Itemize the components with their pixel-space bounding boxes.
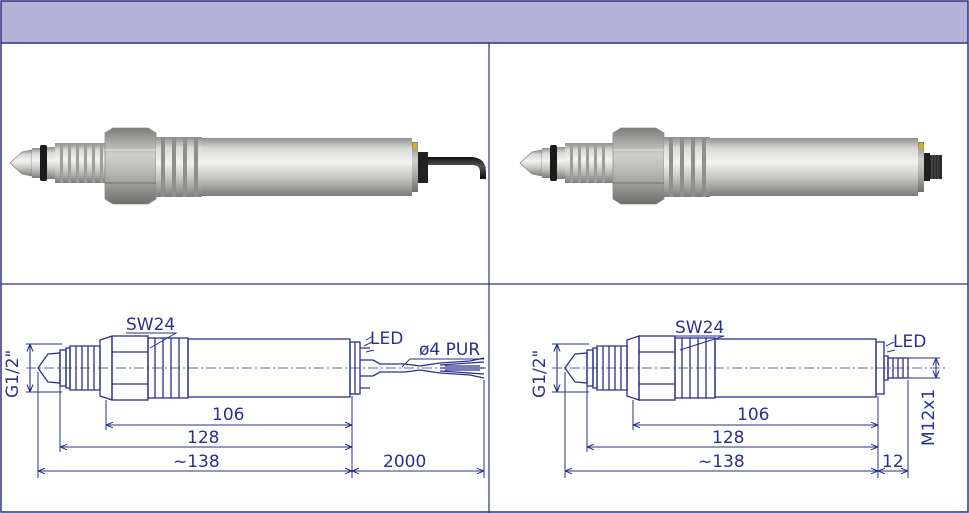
left-dim-128: 128 bbox=[187, 428, 219, 448]
right-dim-106: 106 bbox=[737, 405, 769, 425]
right-dim-128: 128 bbox=[712, 428, 744, 448]
sensor-cable-photo bbox=[9, 127, 486, 205]
left-sw24-label: SW24 bbox=[126, 315, 175, 335]
header-band bbox=[1, 1, 968, 43]
right-thread-label: G1/2" bbox=[530, 350, 550, 398]
right-sw24-label: SW24 bbox=[675, 318, 724, 338]
left-dim-106: 106 bbox=[212, 405, 244, 425]
left-dimension-lines bbox=[37, 372, 485, 478]
left-cable-label: ø4 PUR bbox=[419, 340, 480, 360]
left-dim-138: ~138 bbox=[173, 452, 220, 472]
drawing-right bbox=[552, 335, 948, 401]
right-dim-12: 12 bbox=[882, 452, 904, 472]
right-led-label: LED bbox=[893, 332, 926, 352]
left-led-label: LED bbox=[370, 329, 403, 349]
drawing-left bbox=[26, 335, 486, 401]
right-dimension-lines bbox=[564, 372, 909, 478]
left-thread-label: G1/2" bbox=[3, 350, 23, 398]
sensor-connector-photo bbox=[519, 127, 942, 205]
right-connector-label: M12x1 bbox=[919, 389, 939, 446]
left-dim-2000: 2000 bbox=[383, 452, 426, 472]
right-dim-138: ~138 bbox=[698, 452, 745, 472]
